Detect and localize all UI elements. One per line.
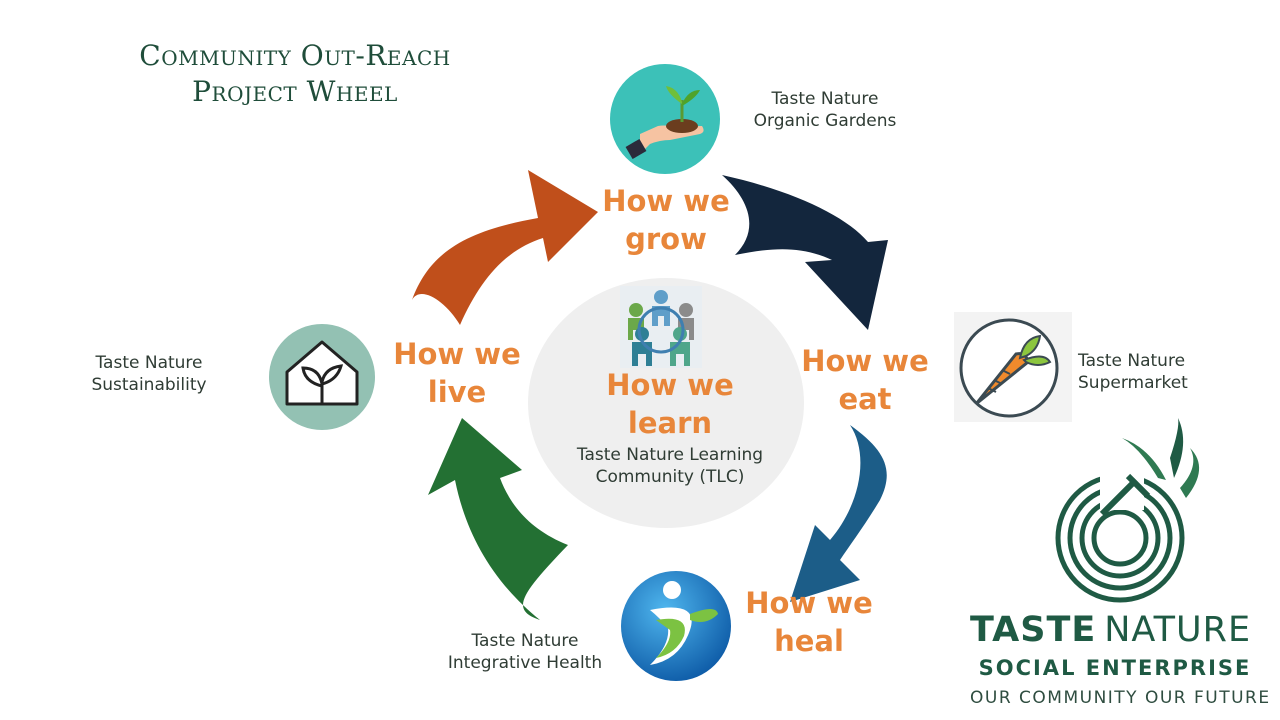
grow-how-label: How we grow	[602, 184, 730, 256]
house-sprout-icon	[285, 340, 359, 406]
arrow-live-to-grow	[412, 170, 598, 325]
page-title: Community Out-Reach Project Wheel	[139, 39, 451, 108]
live-how-label: How we live	[393, 337, 521, 409]
brand-subtitle: SOCIAL ENTERPRISE	[978, 656, 1252, 680]
heal-node-label: Taste Nature Integrative Health	[447, 631, 603, 673]
brand-tagline: OUR COMMUNITY OUR FUTURE	[970, 688, 1271, 708]
carrot-icon	[959, 318, 1059, 418]
eat-how-label: How we eat	[801, 344, 929, 416]
center-label: Taste Nature Learning Community (TLC)	[576, 445, 764, 487]
heal-how-label: How we heal	[745, 586, 873, 658]
arrow-eat-to-heal	[790, 425, 887, 602]
community-people-icon	[620, 286, 702, 368]
arrow-heal-to-live	[428, 418, 568, 620]
grow-icon-circle	[610, 64, 720, 174]
eat-node-label: Taste Nature Supermarket	[1078, 351, 1188, 393]
grow-node-label: Taste Nature Organic Gardens	[753, 89, 897, 131]
center-how-label: How we learn	[606, 368, 734, 440]
live-node-label: Taste Nature Sustainability	[91, 353, 207, 395]
wellness-figure-icon	[621, 571, 731, 681]
seedling-in-hand-icon	[625, 86, 704, 160]
fork-spiral-leaves-logo	[1055, 418, 1200, 603]
arrow-grow-to-eat	[722, 175, 888, 330]
